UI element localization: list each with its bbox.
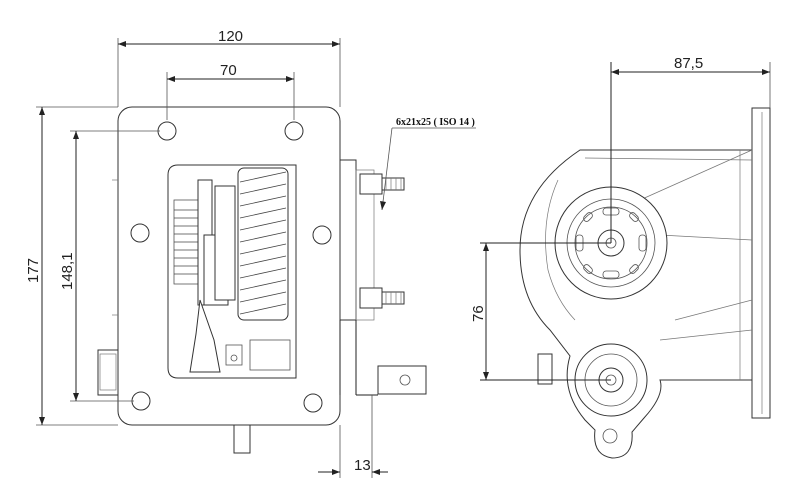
side-view: 87,5 76 [470,55,771,459]
bolt-hole-top-right [284,121,304,141]
bolt-hole-bottom-right [303,393,323,413]
bolt-hole-top-left [157,121,177,141]
output-tab [377,365,427,395]
bolt-hole-mid-left [130,223,150,243]
dim-flange-thickness: 13 [354,457,371,474]
dim-width-overall: 120 [218,28,243,45]
dim-side-offset: 87,5 [674,55,703,72]
dim-hole-spacing-h: 70 [220,62,237,79]
stud-upper [359,173,383,195]
left-bracket [97,349,119,396]
bottom-tab [233,424,251,454]
mounting-plate [751,107,771,419]
bolt-hole-bottom-left [131,391,151,411]
front-view: 120 70 177 148,1 13 6x21x25 ( [25,28,476,478]
bolt-hole-mid-right [312,225,332,245]
dim-height-overall: 177 [25,258,42,283]
dim-hole-spacing-v: 148,1 [59,252,76,290]
dim-shaft-spacing: 76 [470,305,487,322]
thread-callout: 6x21x25 ( ISO 14 ) [396,117,475,128]
stud-lower [359,287,383,309]
